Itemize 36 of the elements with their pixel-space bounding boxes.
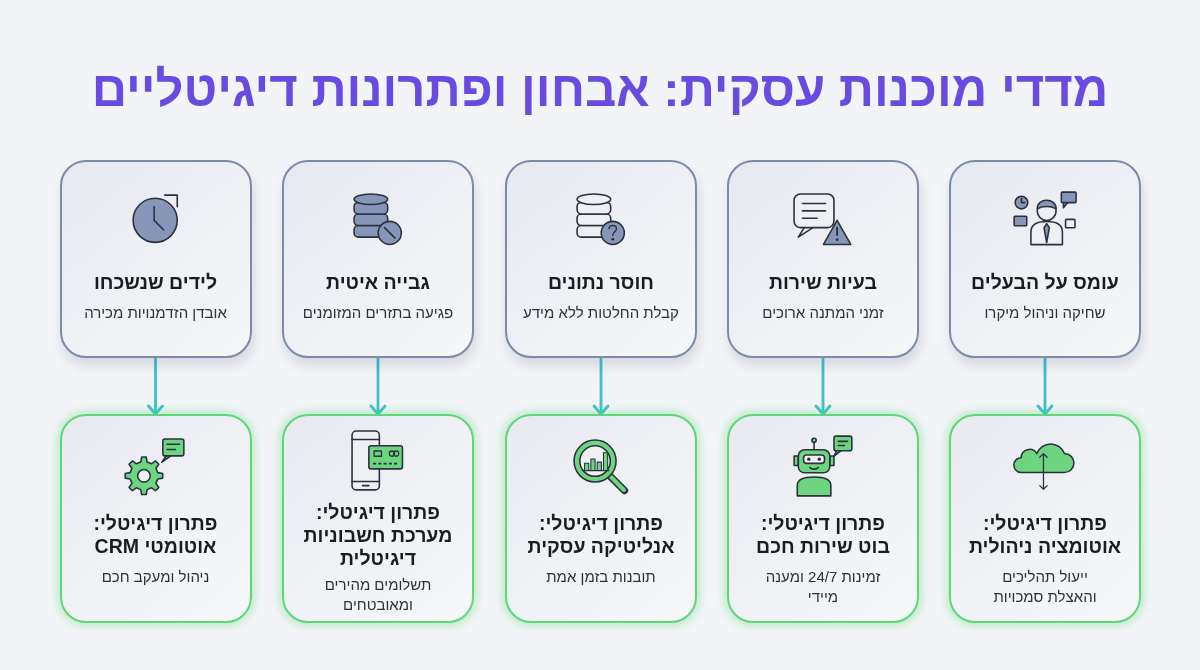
- card: [505, 159, 697, 358]
- card-text: ייעול תהליכים והאצלת סמכויות: [992, 567, 1098, 607]
- card: [59, 159, 252, 358]
- card-text: ניהול ומעקב חכם: [101, 567, 210, 587]
- card: [282, 414, 474, 623]
- card: [727, 414, 919, 623]
- card-text: זמינות 24/7 ומענה מיידי: [764, 567, 882, 607]
- card-title: פתרון דיגיטלי: אנליטיקה עסקית: [526, 512, 676, 559]
- card-title: פתרון דיגיטלי: מערכת חשבוניות דיגיטלית: [302, 501, 454, 571]
- card: [59, 414, 252, 623]
- card-title: פתרון דיגיטלי: אוטומציה ניהולית: [967, 512, 1123, 559]
- arrow: [369, 357, 387, 416]
- card-text: זמני המתנה ארוכים: [762, 302, 884, 323]
- card-title: לידים שנשכחו: [93, 269, 218, 294]
- card-title: בעיות שירות: [769, 269, 877, 294]
- card: [949, 159, 1141, 358]
- card-title: פתרון דיגיטלי: בוט שירות חכם: [755, 512, 891, 559]
- arrow: [814, 357, 832, 416]
- card-text: פגיעה בתזרים המזומנים: [302, 302, 454, 323]
- arrow: [147, 357, 164, 416]
- card: [505, 414, 697, 623]
- card: [949, 414, 1141, 623]
- card: [282, 159, 474, 358]
- card-text: תשלומים מהירים ומאובטחים: [323, 575, 433, 615]
- arrow: [592, 357, 610, 416]
- card-text: קבלת החלטות ללא מידע: [523, 302, 679, 323]
- card-text: אובדן הזדמנויות מכירה: [84, 302, 227, 323]
- card-title: חוסר נתונים: [547, 269, 654, 294]
- title: מדדי מוכנות עסקית: אבחון ופתרונות דיגיטליים: [91, 61, 1109, 118]
- card-title: עומס על הבעלים: [971, 269, 1119, 294]
- arrow: [1036, 357, 1054, 416]
- card-title: גבייה איטית: [326, 269, 430, 294]
- card-text: תובנות בזמן אמת: [546, 567, 656, 587]
- card-title: פתרון דיגיטלי: אוטומטי CRM: [92, 512, 219, 559]
- card-text: שחיקה וניהול מיקרו: [984, 302, 1106, 323]
- card: [727, 159, 919, 358]
